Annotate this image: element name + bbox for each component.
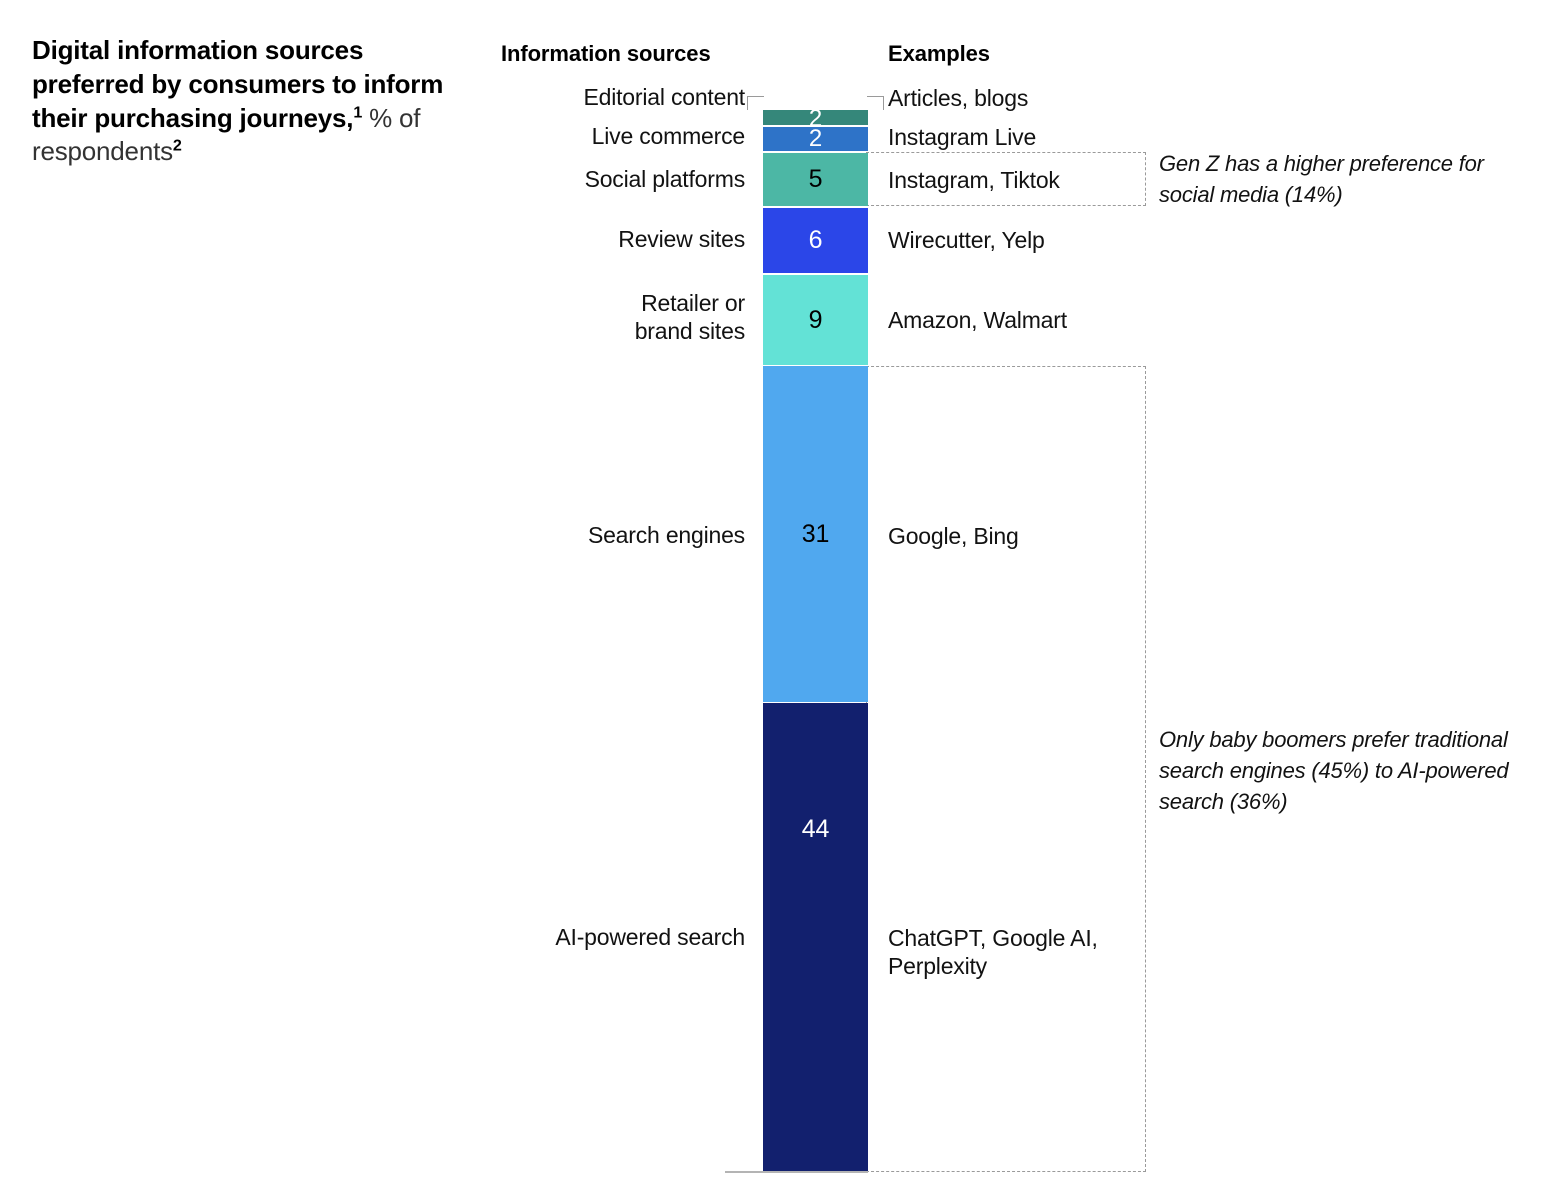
bar-segment-review-sites[interactable]: 6 (763, 208, 868, 273)
bar-segment-live-commerce[interactable]: 2 (763, 127, 868, 151)
bar-segment-retailer-brand-sites[interactable]: 9 (763, 275, 868, 365)
category-label-column: Editorial content Live commerce Social p… (430, 0, 745, 1192)
page-title: Digital information sources preferred by… (32, 34, 462, 169)
bar-value-search-engines: 31 (801, 519, 830, 548)
bar-value-editorial-content: 2 (808, 104, 823, 132)
example-label-editorial-content: Articles, blogs (888, 85, 1029, 111)
annotation-gen-z: Gen Z has a higher preference for social… (1159, 151, 1484, 208)
example-label-ai-powered-search: ChatGPT, Google AI, Perplexity (888, 925, 1098, 980)
leader-bracket-left (747, 96, 764, 110)
stacked-bar-chart: 2 2 5 6 9 31 44 (763, 106, 868, 1172)
leader-bracket-right (867, 96, 884, 110)
footnote-marker-1: 1 (353, 102, 363, 121)
bar-value-live-commerce: 2 (808, 125, 823, 152)
bar-segment-search-engines[interactable]: 31 (763, 366, 868, 702)
example-label-search-engines: Google, Bing (888, 523, 1019, 549)
example-label-social-platforms: Instagram, Tiktok (888, 167, 1060, 193)
example-label-review-sites: Wirecutter, Yelp (888, 227, 1045, 253)
column-header-examples: Examples (888, 41, 990, 66)
bar-segment-ai-powered-search[interactable]: 44 (763, 703, 868, 1172)
example-label-retailer-brand-sites: Amazon, Walmart (888, 307, 1067, 333)
bar-segment-editorial-content[interactable]: 2 (763, 106, 868, 130)
category-label-search-engines: Search engines (587, 522, 745, 548)
category-label-retailer-brand-sites: Retailer or brand sites (634, 290, 746, 344)
page-subtitle: % of respondents (32, 102, 421, 167)
bar-value-ai-powered-search: 44 (801, 815, 830, 843)
category-label-social-platforms: Social platforms (584, 166, 746, 192)
annotation-baby-boomers: Only baby boomers prefer traditional sea… (1159, 727, 1509, 815)
category-label-live-commerce: Live commerce (591, 123, 746, 149)
example-label-live-commerce: Instagram Live (888, 124, 1037, 150)
bar-value-social-platforms: 5 (808, 165, 823, 193)
bar-value-retailer-brand-sites: 9 (808, 305, 823, 334)
footnote-marker-2: 2 (172, 136, 182, 155)
category-label-ai-powered-search: AI-powered search (555, 924, 745, 950)
examples-label-column: Articles, blogs Instagram Live Instagram… (888, 0, 1168, 1192)
bar-value-review-sites: 6 (808, 226, 823, 254)
column-header-information-sources: Information sources (501, 41, 711, 66)
category-label-editorial-content: Editorial content (583, 84, 745, 110)
bar-segment-social-platforms[interactable]: 5 (763, 153, 868, 206)
page-title-bold: Digital information sources preferred by… (32, 35, 444, 133)
category-label-review-sites: Review sites (618, 226, 745, 252)
axis-baseline (725, 1171, 868, 1173)
